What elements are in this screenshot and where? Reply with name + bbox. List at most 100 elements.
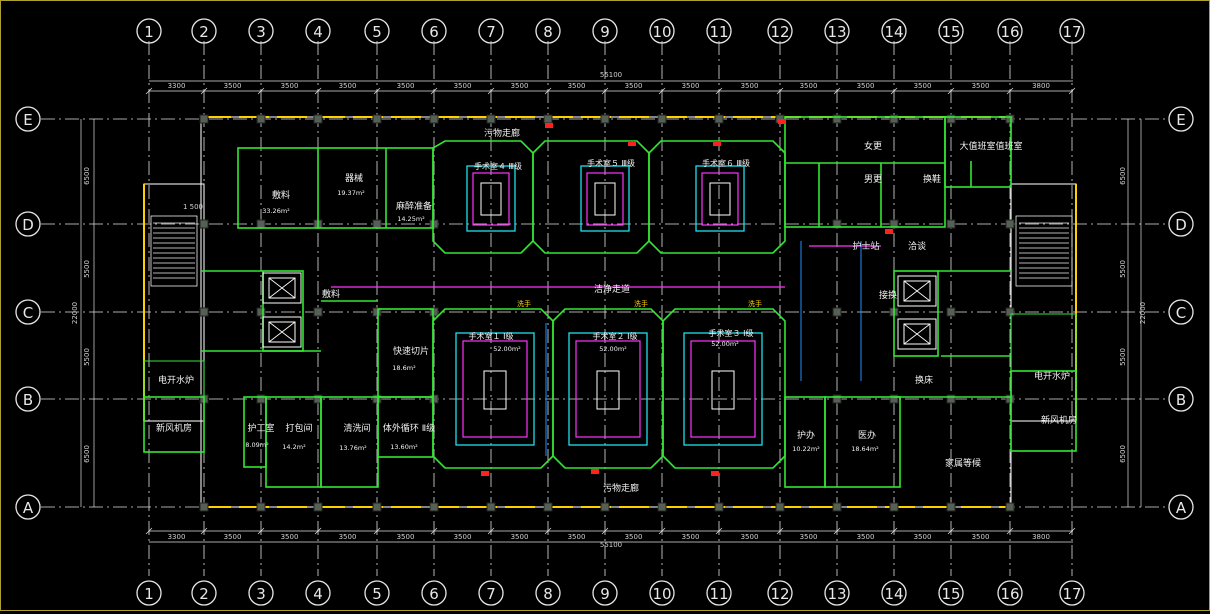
svg-text:B: B bbox=[23, 391, 33, 409]
label-nurse-station: 护士站 bbox=[852, 240, 879, 252]
column bbox=[889, 502, 899, 512]
svg-text:A: A bbox=[23, 499, 34, 517]
column bbox=[199, 502, 209, 512]
column bbox=[256, 502, 266, 512]
axis-bubble-B: B bbox=[1168, 386, 1194, 412]
label-cleaning: 清洗间 bbox=[343, 422, 370, 434]
svg-text:7: 7 bbox=[486, 585, 496, 603]
label-or4: 手术室４ Ⅲ级 bbox=[474, 161, 522, 171]
svg-text:2: 2 bbox=[199, 23, 209, 41]
svg-text:11: 11 bbox=[709, 23, 728, 41]
area-anesthesia: 14.25m² bbox=[397, 215, 425, 223]
column bbox=[256, 307, 266, 317]
svg-text:13: 13 bbox=[827, 585, 846, 603]
axis-bubble-16: 16 bbox=[997, 18, 1023, 44]
column bbox=[313, 394, 323, 404]
label-clean-corridor: 洁净走道 bbox=[594, 283, 630, 295]
svg-text:D: D bbox=[1175, 216, 1187, 234]
label-or3: 手术室３ Ⅰ级 bbox=[709, 328, 754, 338]
dim-tick bbox=[430, 527, 438, 535]
red-markers bbox=[481, 119, 893, 476]
column bbox=[429, 307, 439, 317]
left-dim-1: 6500 bbox=[83, 167, 91, 185]
svg-text:B: B bbox=[1176, 391, 1186, 409]
axis-bubble-1: 1 bbox=[136, 580, 162, 606]
svg-text:16: 16 bbox=[1000, 23, 1019, 41]
column bbox=[1005, 394, 1015, 404]
axis-bubble-3: 3 bbox=[248, 18, 274, 44]
label-quick-section: 快速切片 bbox=[393, 345, 429, 357]
right-staircase bbox=[1015, 215, 1073, 287]
svg-text:A: A bbox=[1176, 499, 1187, 517]
axis-bubble-A: A bbox=[1168, 494, 1194, 520]
bay-dimension-label: 3500 bbox=[339, 533, 357, 541]
axis-bubble-9: 9 bbox=[592, 18, 618, 44]
label-female-change: 女更 bbox=[864, 140, 882, 152]
svg-text:D: D bbox=[22, 216, 34, 234]
label-wash-3: 洗手 bbox=[748, 299, 762, 308]
bay-dimension-label: 3500 bbox=[511, 82, 529, 90]
dim-tick bbox=[145, 87, 153, 95]
axis-bubble-4: 4 bbox=[305, 580, 331, 606]
column bbox=[657, 114, 667, 124]
dim-tick bbox=[947, 527, 955, 535]
axis-bubble-9: 9 bbox=[592, 580, 618, 606]
right-dim-1: 6500 bbox=[1119, 167, 1127, 185]
label-fresh-air-right: 新风机房 bbox=[1041, 414, 1077, 426]
column bbox=[543, 114, 553, 124]
axis-bubble-D: D bbox=[15, 211, 41, 237]
label-duty-room: 大值班室值班室 bbox=[959, 140, 1022, 152]
axis-bubble-10: 10 bbox=[649, 18, 675, 44]
column bbox=[486, 502, 496, 512]
svg-text:2: 2 bbox=[199, 585, 209, 603]
label-nurse-office: 护办 bbox=[797, 429, 815, 441]
svg-text:13: 13 bbox=[827, 23, 846, 41]
left-elevators bbox=[262, 272, 302, 348]
svg-text:4: 4 bbox=[313, 585, 323, 603]
bay-dimension-label: 3500 bbox=[511, 533, 529, 541]
axis-bubble-3: 3 bbox=[248, 580, 274, 606]
axis-bubble-8: 8 bbox=[535, 580, 561, 606]
label-dressing: 敷料 bbox=[322, 288, 340, 300]
svg-text:5: 5 bbox=[372, 23, 382, 41]
axis-bubble-15: 15 bbox=[938, 580, 964, 606]
svg-text:8: 8 bbox=[543, 585, 553, 603]
svg-text:4: 4 bbox=[313, 23, 323, 41]
svg-text:10: 10 bbox=[652, 585, 671, 603]
column bbox=[889, 114, 899, 124]
operating-room-equipment bbox=[331, 165, 881, 456]
right-dimension-string: 6500 5500 5500 6500 22000 bbox=[1119, 119, 1147, 507]
dim-tick bbox=[833, 87, 841, 95]
label-dirty-corridor-bottom: 污物走廊 bbox=[603, 482, 639, 494]
axis-bubble-14: 14 bbox=[881, 18, 907, 44]
bay-dimension-label: 3300 bbox=[168, 82, 186, 90]
axis-bubble-13: 13 bbox=[824, 18, 850, 44]
label-equipment: 器械 bbox=[345, 172, 363, 184]
svg-text:6: 6 bbox=[429, 585, 439, 603]
svg-text:12: 12 bbox=[770, 585, 789, 603]
label-doctor-office: 医办 bbox=[858, 429, 876, 441]
area-nurse-office: 10.22m² bbox=[792, 445, 820, 453]
column bbox=[372, 114, 382, 124]
bay-dimension-label: 3500 bbox=[625, 82, 643, 90]
dim-tick bbox=[1068, 87, 1076, 95]
label-male-change: 男更 bbox=[864, 174, 882, 185]
column bbox=[256, 219, 266, 229]
column bbox=[1005, 219, 1015, 229]
right-dim-total: 22000 bbox=[1139, 302, 1147, 324]
bay-dimension-label: 3500 bbox=[224, 82, 242, 90]
bay-dimension-label: 3500 bbox=[972, 82, 990, 90]
area-equipment: 19.37m² bbox=[337, 189, 365, 197]
svg-text:9: 9 bbox=[600, 585, 610, 603]
label-perfusion: 体外循环 Ⅱ级 bbox=[383, 422, 435, 434]
bay-dimension-label: 3500 bbox=[339, 82, 357, 90]
dim-tick bbox=[430, 87, 438, 95]
column bbox=[1005, 502, 1015, 512]
axis-bubble-17: 17 bbox=[1059, 18, 1085, 44]
svg-text:16: 16 bbox=[1000, 585, 1019, 603]
dim-tick bbox=[1006, 87, 1014, 95]
